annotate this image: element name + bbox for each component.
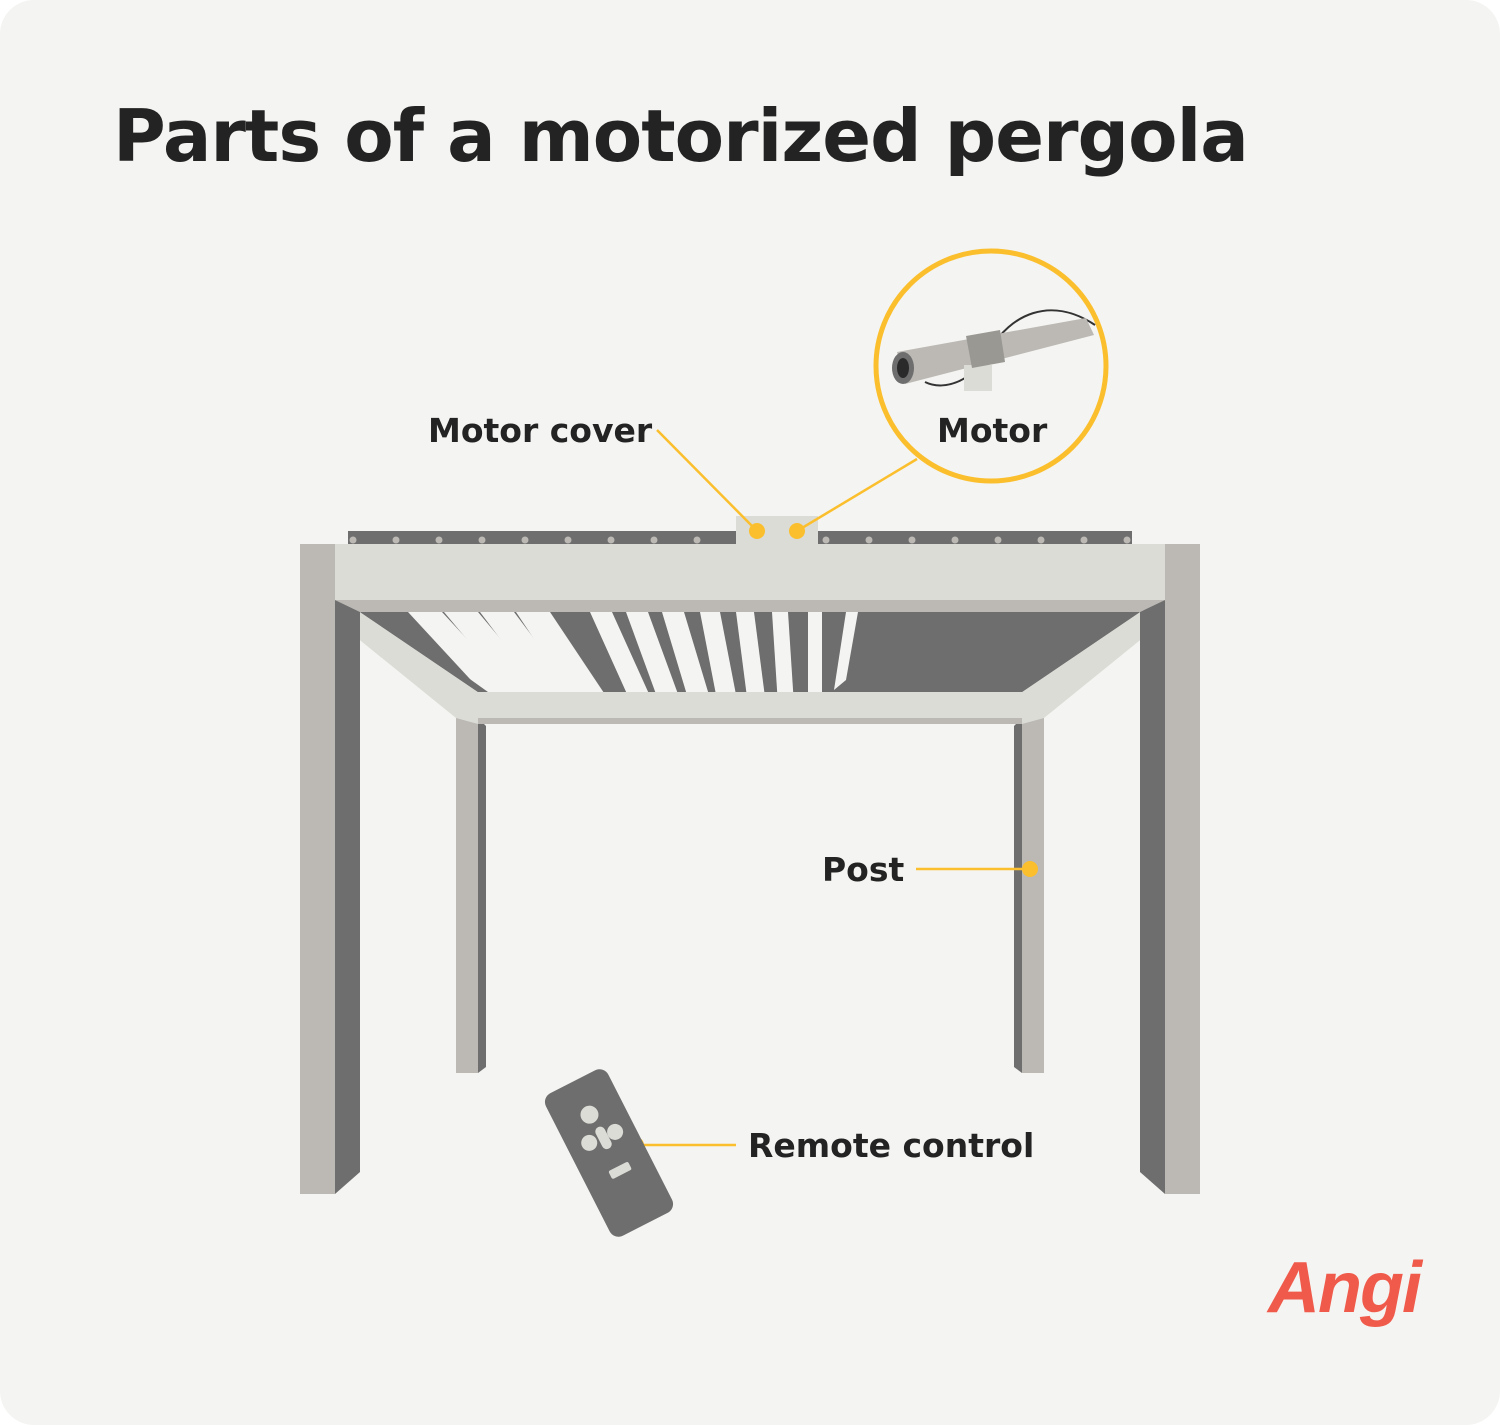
front-left-post — [300, 544, 360, 1194]
front-beam — [335, 544, 1165, 600]
motor-callout — [873, 248, 1109, 484]
louver-rivets — [349, 536, 1131, 544]
back-beam — [478, 692, 1022, 718]
motor-cover-label: Motor cover — [428, 411, 653, 450]
page-title: Parts of a motorized pergola — [113, 94, 1249, 178]
remote-control-label: Remote control — [748, 1126, 1035, 1165]
motor-label: Motor — [937, 411, 1048, 450]
back-right-post — [1014, 718, 1044, 1073]
remote-control-icon — [544, 1069, 674, 1237]
back-left-post — [456, 718, 486, 1073]
right-side-beam — [1022, 600, 1165, 724]
louver-gaps — [408, 612, 858, 705]
callout-leaders — [636, 429, 1030, 1147]
left-side-beam — [335, 600, 478, 724]
angi-logo: Angi — [1268, 1248, 1422, 1328]
post-label: Post — [822, 850, 905, 889]
front-right-post — [1140, 544, 1200, 1194]
